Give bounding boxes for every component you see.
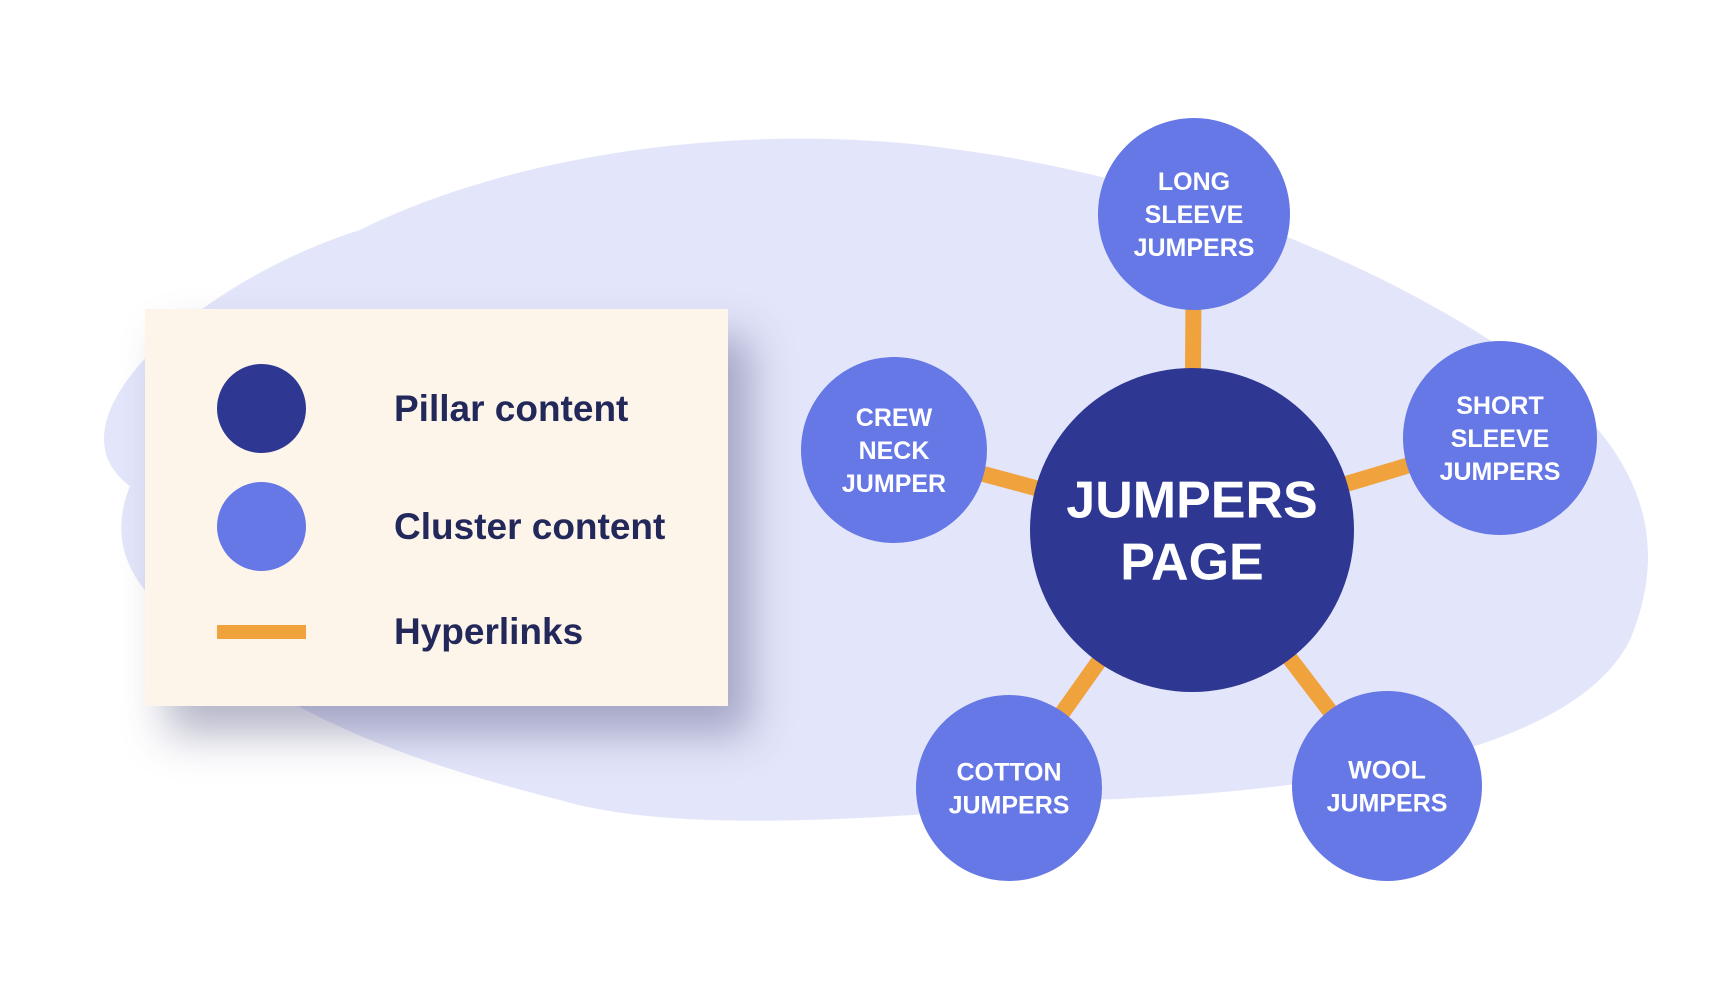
cluster-node-circle-wool xyxy=(1292,691,1482,881)
cluster-node-circle-short-sleeve xyxy=(1403,341,1597,535)
cluster-node-long-sleeve: LONG SLEEVE JUMPERS xyxy=(1098,118,1290,310)
legend-item-pillar: Pillar content xyxy=(145,364,728,454)
cluster-node-label-wool-line-1: WOOL xyxy=(1348,757,1426,785)
legend-box: Pillar content Cluster content Hyperlink… xyxy=(145,309,728,706)
cluster-node-label-wool-line-2: JUMPERS xyxy=(1327,790,1448,818)
cluster-node-label-long-sleeve-line-1: LONG xyxy=(1158,168,1230,196)
hyperlink-swatch-icon xyxy=(217,625,306,639)
pillar-node-label-line-1: JUMPERS xyxy=(1066,472,1317,530)
cluster-node-label-crew-neck-line-2: NECK xyxy=(859,437,930,465)
cluster-swatch-icon xyxy=(217,482,306,571)
cluster-node-wool: WOOL JUMPERS xyxy=(1292,691,1482,881)
pillar-swatch-icon xyxy=(217,364,306,453)
cluster-node-crew-neck: CREW NECK JUMPER xyxy=(801,357,987,543)
pillar-node-circle xyxy=(1030,368,1354,692)
cluster-node-label-short-sleeve-line-1: SHORT xyxy=(1456,392,1544,420)
cluster-node-label-short-sleeve-line-2: SLEEVE xyxy=(1451,425,1550,453)
legend-label-cluster: Cluster content xyxy=(394,506,666,547)
pillar-node-label-line-2: PAGE xyxy=(1120,534,1264,592)
cluster-node-label-long-sleeve-line-3: JUMPERS xyxy=(1134,234,1255,262)
cluster-node-circle-crew-neck xyxy=(801,357,987,543)
legend-item-hyperlinks: Hyperlinks xyxy=(145,587,728,677)
legend-item-cluster: Cluster content xyxy=(145,482,728,572)
cluster-node-circle-cotton xyxy=(916,695,1102,881)
nodes-group: JUMPERSPAGELONGSLEEVEJUMPERSSHORTSLEEVEJ… xyxy=(801,118,1597,881)
cluster-node-label-short-sleeve-line-3: JUMPERS xyxy=(1440,458,1561,486)
cluster-node-label-crew-neck-line-1: CREW xyxy=(856,404,933,432)
legend-label-pillar: Pillar content xyxy=(394,388,629,429)
cluster-node-label-cotton-line-2: JUMPERS xyxy=(949,792,1070,820)
cluster-node-label-long-sleeve-line-2: SLEEVE xyxy=(1145,201,1244,229)
cluster-node-label-crew-neck-line-3: JUMPER xyxy=(842,470,946,498)
cluster-node-short-sleeve: SHORT SLEEVE JUMPERS xyxy=(1403,341,1597,535)
cluster-node-cotton: COTTON JUMPERS xyxy=(916,695,1102,881)
cluster-node-circle-long-sleeve xyxy=(1098,118,1290,310)
legend-label-hyperlinks: Hyperlinks xyxy=(394,611,584,652)
cluster-node-label-cotton-line-1: COTTON xyxy=(956,759,1061,787)
